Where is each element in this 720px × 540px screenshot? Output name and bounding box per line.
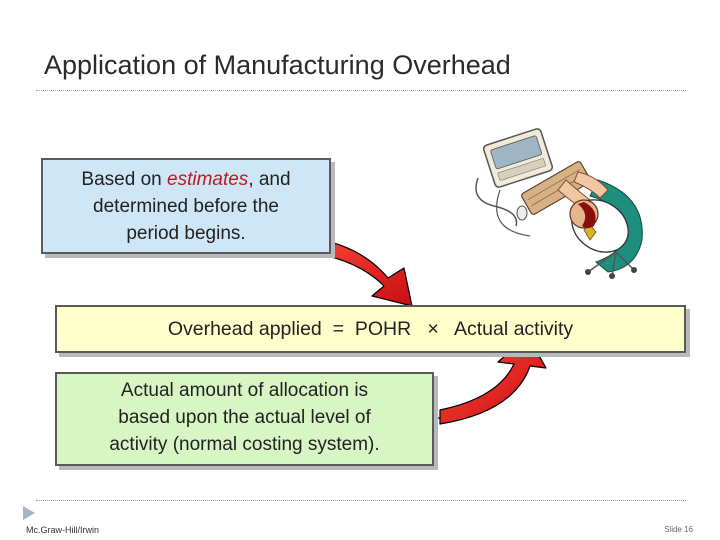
formula-box: Overhead applied = POHR × Actual activit…	[55, 305, 686, 353]
actual-line-2: based upon the actual level of	[118, 407, 371, 428]
estimates-line-3: period begins.	[126, 223, 246, 244]
title-divider	[36, 90, 686, 91]
actual-line-3: activity (normal costing system).	[109, 434, 380, 455]
slide-title: Application of Manufacturing Overhead	[44, 50, 511, 80]
red-curved-arrow-bottom	[439, 335, 547, 425]
estimates-line-2: determined before the	[93, 196, 279, 217]
actual-line-1: Actual amount of allocation is	[120, 380, 369, 401]
footer-publisher: Mc.Graw-Hill/Irwin	[26, 525, 99, 535]
actual-allocation-box: Actual amount of allocation is based upo…	[55, 372, 434, 466]
estimates-line1-suffix: , and	[248, 169, 291, 190]
person-at-computer-clipart	[475, 128, 643, 279]
footer-divider	[36, 500, 686, 501]
footer-slide-number: Slide 16	[664, 525, 693, 534]
estimates-box: Based on estimates, and determined befor…	[41, 158, 331, 254]
estimates-line-1: Based on estimates, and	[43, 166, 329, 193]
triangle-bullet-icon	[23, 506, 35, 520]
estimates-prefix: Based on	[81, 169, 167, 190]
estimates-emphasis: estimates	[167, 169, 249, 190]
